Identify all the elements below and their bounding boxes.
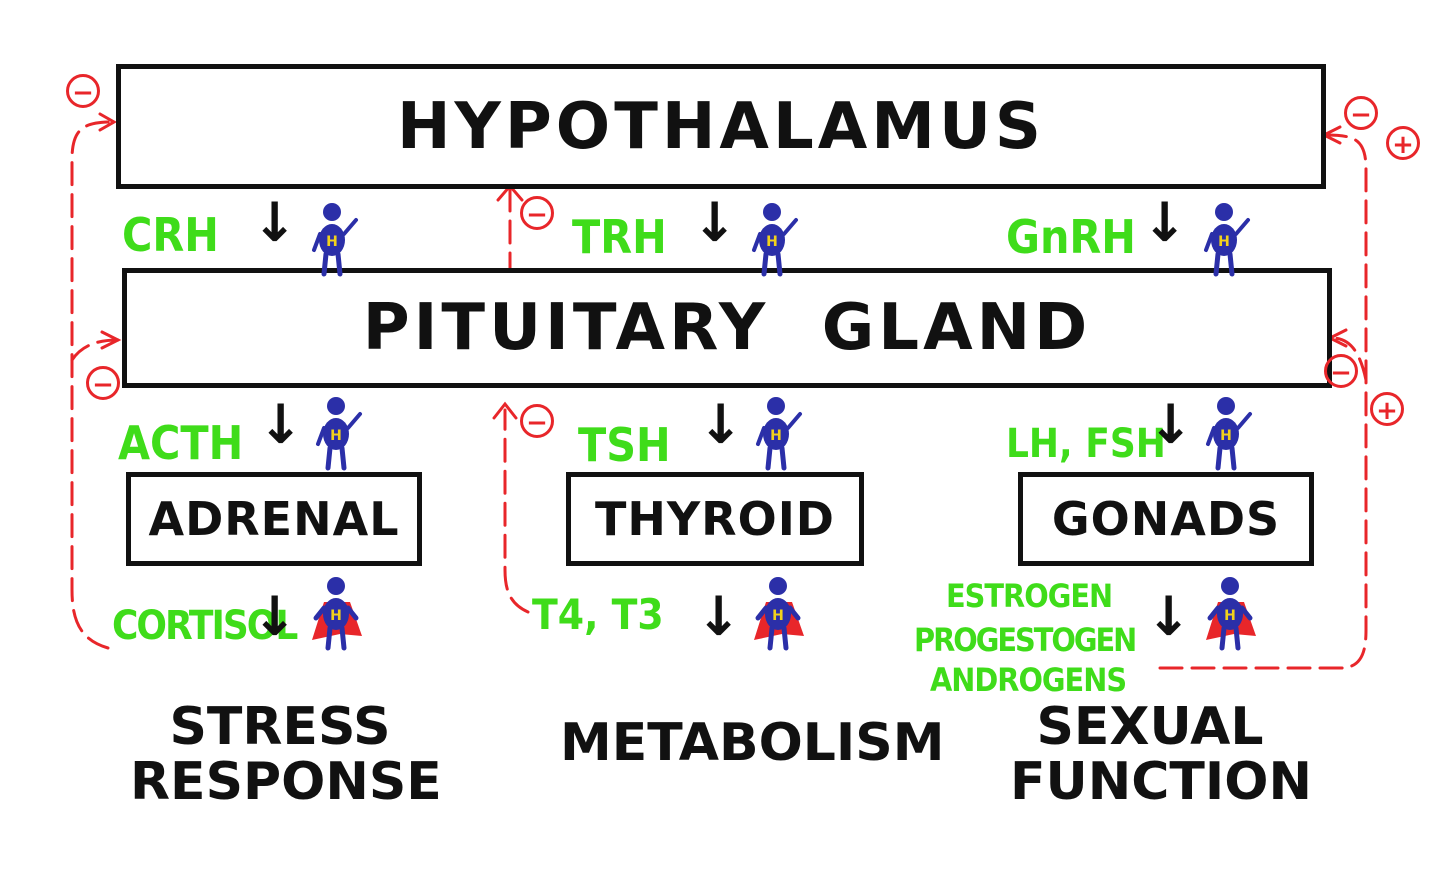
gnrh-down-arrow: ↓ [1142,191,1188,254]
caped-hero-icon: H [312,577,362,651]
plus-sign-icon: + [1370,392,1404,426]
cortisol-label: CORTISOL [112,603,298,649]
t4-t3-down-arrow: ↓ [696,585,742,648]
sexual-function-label: SEXUAL FUNCTION [1010,697,1312,812]
hero-figure-icon: H [752,203,798,277]
androgens-label: ANDROGENS [930,661,1127,699]
cortisol-pituitary-feedback-line [70,338,120,362]
adrenal-label: ADRENAL [148,492,400,546]
pituitary-label: PITUITARY GLAND [362,291,1092,365]
trh-label: TRH [572,210,667,264]
t4-t3-label: T4, T3 [532,590,664,639]
metabolism-label: METABOLISM [560,713,945,773]
tsh-down-arrow: ↓ [698,393,744,456]
svg-text:H: H [1224,608,1236,624]
thyroid-box: THYROID [566,472,864,566]
stress-response-label: STRESS RESPONSE [130,697,442,812]
crh-down-arrow: ↓ [252,191,298,254]
gonads-label: GONADS [1051,492,1281,546]
lh-fsh-label: LH, FSH [1006,421,1166,467]
gnrh-label: GnRH [1006,210,1136,264]
gonad-pituitary-feedback-line [1330,336,1368,382]
sexual-line: SEXUAL [1036,697,1264,757]
arrowhead-icon [98,112,118,132]
acth-label: ACTH [118,416,244,470]
cortisol-feedback-line [70,120,114,650]
arrowhead-icon [100,330,122,350]
hero-figure-icon: H [312,203,358,277]
arrowhead-icon [492,401,518,420]
plus-sign-icon: + [1386,126,1420,160]
thyroid-feedback-line [503,408,530,614]
gonads-box: GONADS [1018,472,1314,566]
hero-figure-icon: H [1206,397,1252,471]
thyroid-label: THYROID [594,492,835,546]
adrenal-box: ADRENAL [126,472,422,566]
svg-text:H: H [772,608,784,624]
stress-line: STRESS [169,697,391,757]
svg-text:H: H [770,428,782,444]
hypothalamus-label: HYPOTHALAMUS [396,89,1046,164]
cortisol-down-arrow: ↓ [252,585,298,648]
hero-figure-icon: H [756,397,802,471]
acth-down-arrow: ↓ [258,393,304,456]
caped-hero-icon: H [754,577,804,651]
trh-down-arrow: ↓ [692,191,738,254]
minus-sign-icon: − [86,366,120,400]
minus-sign-icon: − [520,196,554,230]
svg-text:H: H [326,234,338,250]
minus-sign-icon: − [66,74,100,108]
minus-sign-icon: − [520,404,554,438]
minus-sign-icon: − [1344,96,1378,130]
function-line: FUNCTION [1010,751,1312,812]
hero-figure-icon: H [1204,203,1250,277]
minus-sign-icon: − [1324,354,1358,388]
estrogen-label: ESTROGEN [946,577,1113,615]
svg-text:H: H [1218,234,1230,250]
sex-hormones-down-arrow: ↓ [1146,585,1192,648]
caped-hero-icon: H [1206,577,1256,651]
svg-text:H: H [1220,428,1232,444]
tsh-label: TSH [578,418,671,472]
svg-text:H: H [330,428,342,444]
crh-label: CRH [122,208,219,262]
lh-fsh-down-arrow: ↓ [1148,393,1194,456]
response-line: RESPONSE [130,751,442,812]
svg-text:H: H [330,608,342,624]
hypothalamus-box: HYPOTHALAMUS [116,64,1326,189]
svg-text:H: H [766,234,778,250]
hero-figure-icon: H [316,397,362,471]
gonad-feedback-line [1158,133,1368,670]
progestogen-label: PROGESTOGEN [914,621,1137,659]
pituitary-box: PITUITARY GLAND [122,268,1332,388]
